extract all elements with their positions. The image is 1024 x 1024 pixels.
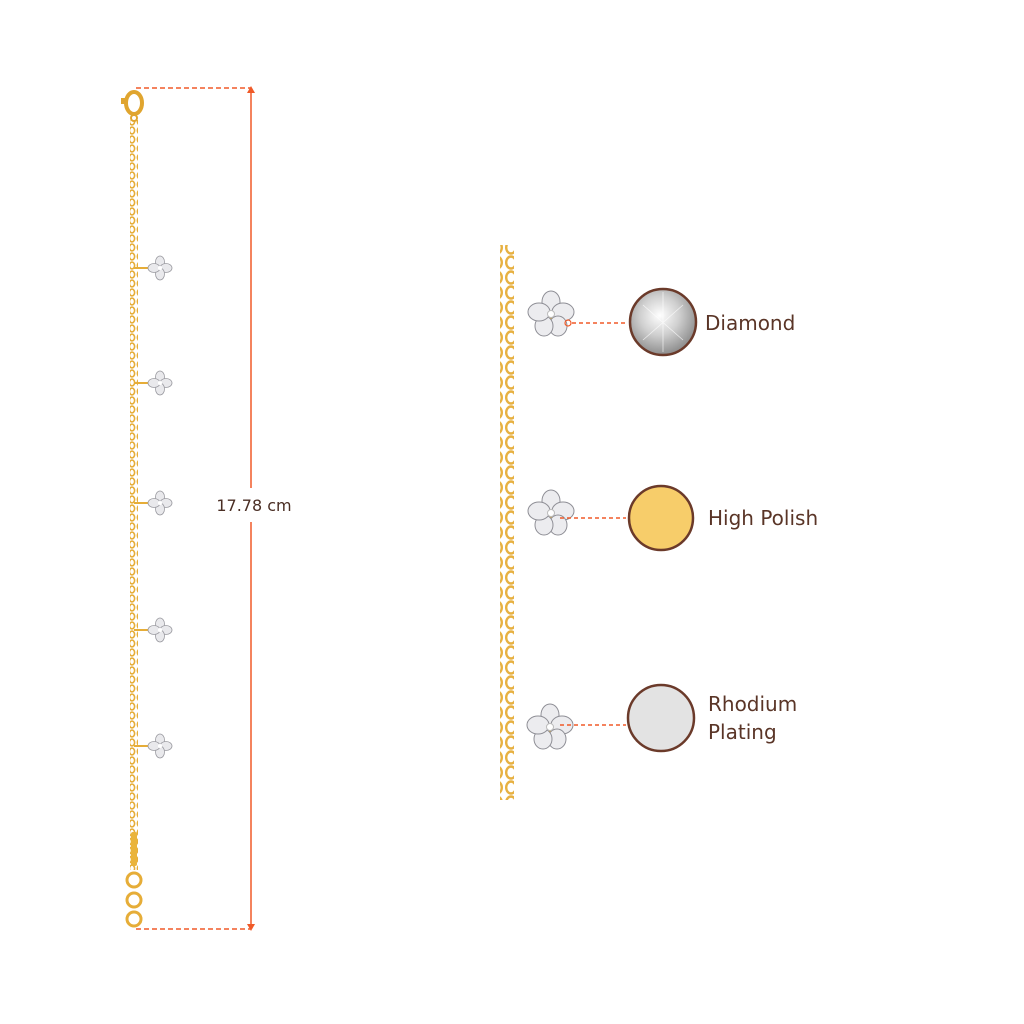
arrow-up-icon	[247, 86, 255, 93]
feature-label: Diamond	[705, 311, 795, 335]
lobster-clasp	[121, 90, 144, 122]
charm	[134, 255, 173, 281]
extender-rings	[125, 871, 143, 928]
length-dimension: 17.78 cm	[136, 86, 292, 931]
chain-closeup	[500, 245, 514, 800]
charm	[134, 490, 173, 516]
charm	[134, 370, 173, 396]
bracelet-detail	[500, 245, 576, 800]
charm	[134, 617, 173, 643]
feature-label: High Polish	[708, 506, 818, 530]
charm-closeup	[526, 289, 576, 338]
length-label: 17.78 cm	[216, 496, 291, 515]
high-polish-swatch	[627, 484, 695, 552]
feature-label: Rhodium	[708, 692, 797, 716]
extender-tag	[131, 832, 137, 866]
full-bracelet	[121, 90, 173, 928]
rhodium-swatch	[626, 683, 696, 753]
charm	[134, 733, 173, 759]
callout-high-polish: High Polish	[560, 484, 818, 552]
arrow-down-icon	[247, 924, 255, 931]
feature-label: Plating	[708, 720, 777, 744]
charm-closeup	[525, 702, 575, 751]
callout-diamond: Diamond	[564, 287, 795, 357]
charm-closeup	[526, 488, 576, 537]
callout-rhodium: Rhodium Plating	[560, 683, 797, 753]
chain	[130, 120, 138, 870]
